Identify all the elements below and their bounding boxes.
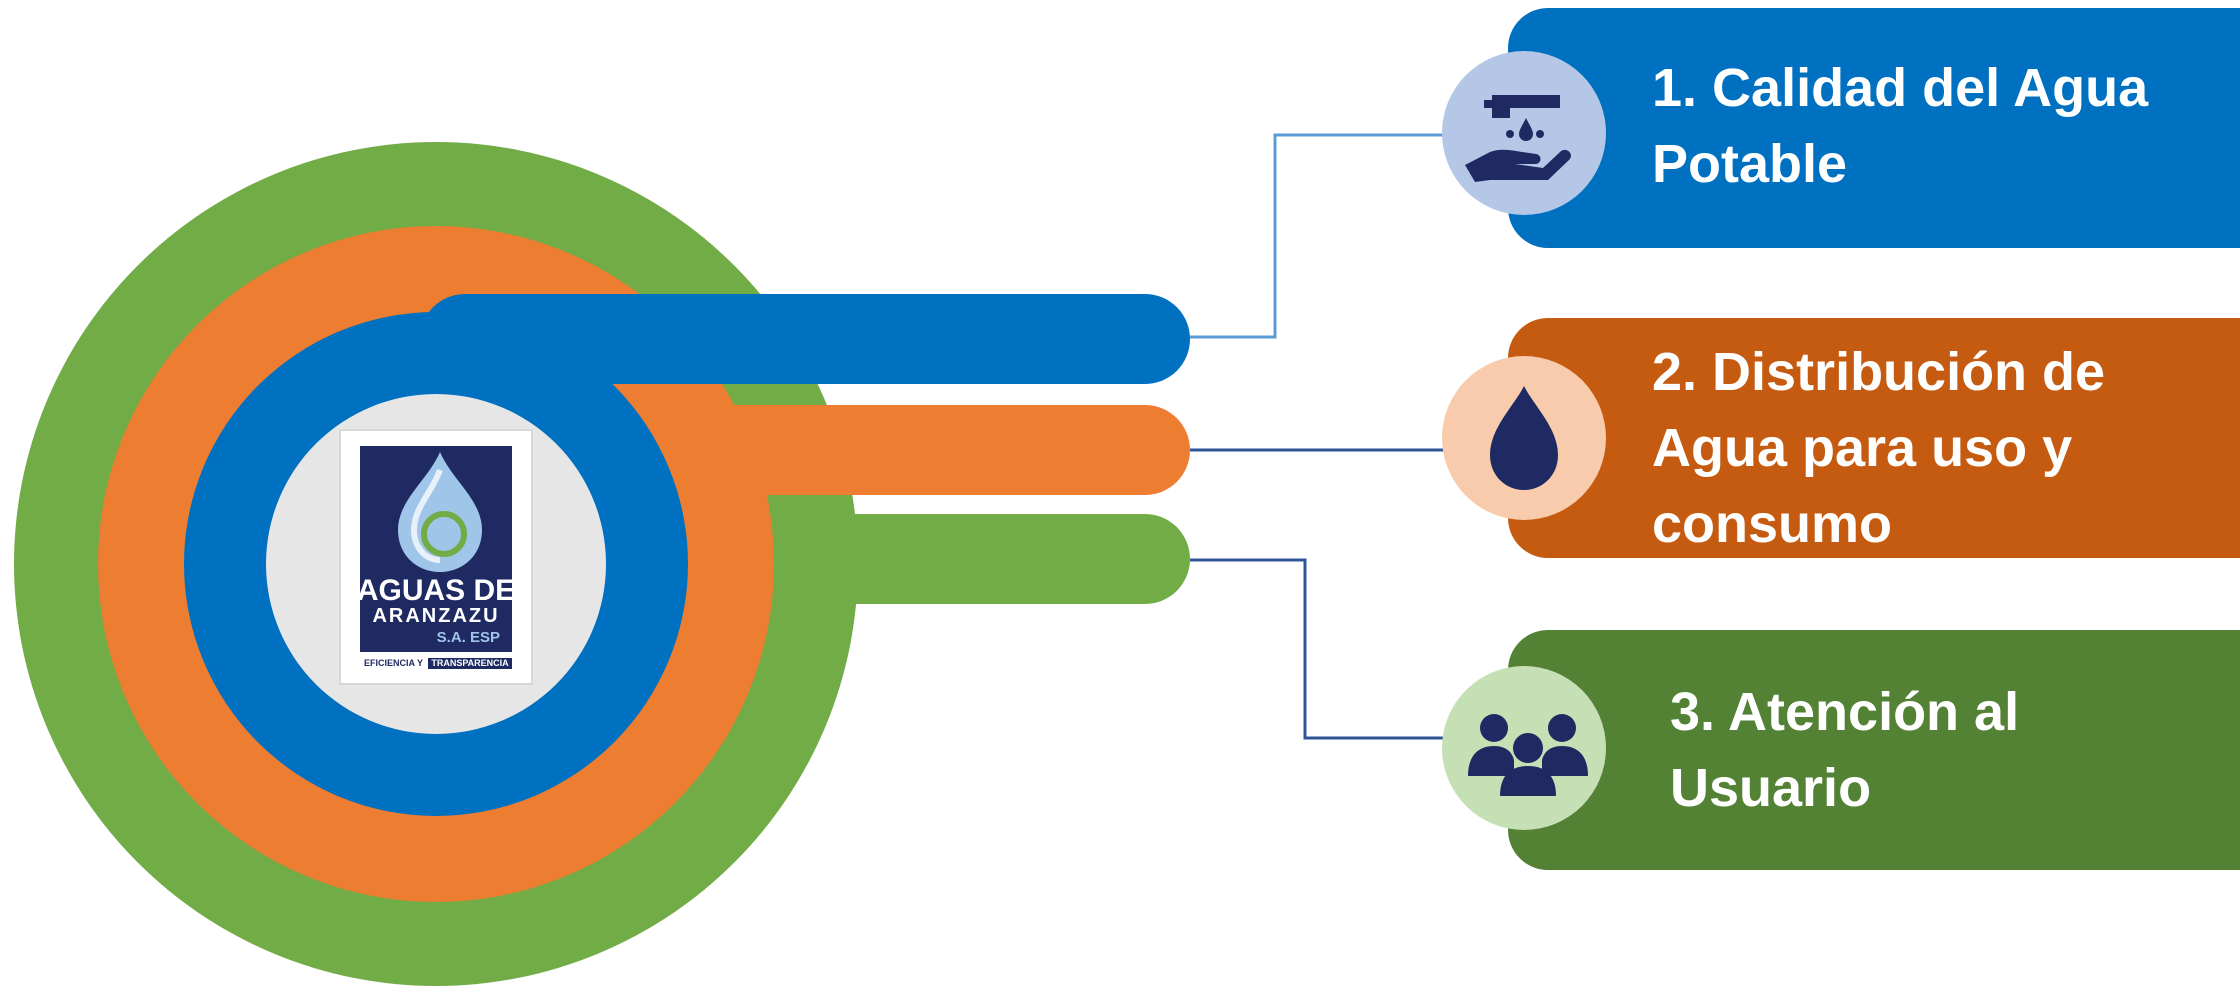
card-2-line-1: 2. Distribución de [1652, 342, 2106, 402]
hand-washing-icon [1465, 95, 1571, 182]
card-1-line-1: 1. Calidad del Agua [1652, 58, 2149, 118]
users-group-icon [1468, 714, 1588, 796]
card-2-title: 2. Distribución de Agua para uso y consu… [1652, 334, 2105, 562]
logo-line-3: S.A. ESP [437, 629, 500, 646]
connector-1 [1190, 133, 1450, 339]
card-3-title: 3. Atención al Usuario [1670, 674, 2019, 826]
card-1-line-2: Potable [1652, 134, 1848, 194]
logo-tagline-right: TRANSPARENCIA [431, 658, 509, 668]
blue-band [420, 294, 1190, 384]
card-1 [1508, 8, 2240, 248]
logo-line-2: ARANZAZU [372, 605, 499, 627]
logo-line-1: AGUAS DE [357, 574, 515, 607]
card-3 [1508, 630, 2240, 870]
card-3-line-1: 3. Atención al [1670, 682, 2020, 742]
aguas-de-aranzazu-logo: AGUAS DE ARANZAZU S.A. ESP EFICIENCIA Y … [339, 429, 533, 685]
card-2-line-3: consumo [1652, 494, 1893, 554]
card-2-line-2: Agua para uso y [1652, 418, 2073, 478]
card-3-line-2: Usuario [1670, 758, 1872, 818]
logo-tagline-left: EFICIENCIA Y [364, 658, 423, 668]
card-2 [1508, 318, 2240, 558]
card-1-title: 1. Calidad del Agua Potable [1652, 50, 2148, 202]
connector-3 [1190, 558, 1450, 740]
water-drop-icon [1490, 386, 1558, 490]
